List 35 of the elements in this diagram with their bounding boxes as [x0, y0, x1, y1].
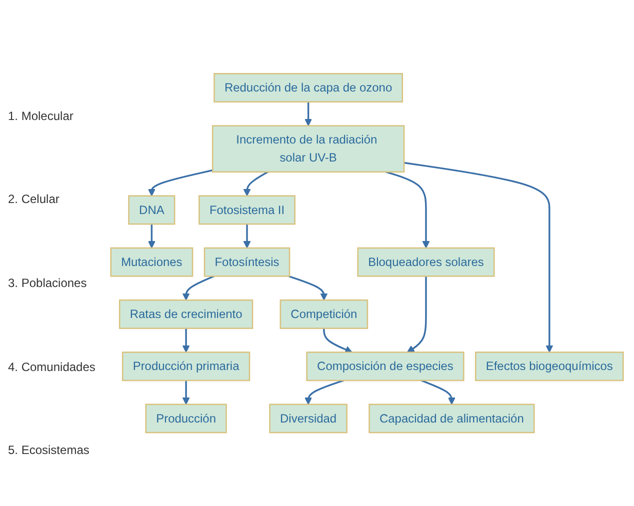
- arrow: [304, 380, 344, 405]
- node-box: Efectos biogeoquímicos: [474, 352, 624, 381]
- arrow: [386, 170, 430, 248]
- arrow: [288, 275, 328, 300]
- level-label: 4. Comunidades: [8, 360, 96, 374]
- arrow: [182, 275, 214, 300]
- node-box: Ratas de crecimiento: [118, 299, 254, 329]
- arrow: [243, 224, 251, 248]
- arrow: [182, 380, 190, 405]
- level-label: 5. Ecosistemas: [8, 443, 90, 458]
- node-box: Bloqueadores solares: [357, 247, 495, 277]
- node-box: Mutaciones: [110, 247, 194, 277]
- node-box: Composición de especies: [306, 352, 464, 381]
- node-box: Producción primaria: [122, 352, 250, 381]
- node-box: Producción: [145, 404, 227, 434]
- arrow: [323, 328, 352, 353]
- arrow: [243, 171, 268, 196]
- arrow: [182, 328, 190, 352]
- node-box: Incremento de la radiación solar UV-B: [212, 125, 405, 172]
- level-label: 3. Poblaciones: [8, 276, 88, 290]
- arrow: [148, 224, 156, 248]
- node-box: Competición: [280, 299, 368, 329]
- arrow: [148, 169, 213, 196]
- arrow: [304, 102, 312, 126]
- node-box: Fotosistema II: [198, 195, 296, 225]
- arrow: [404, 162, 554, 352]
- node-box: Reducción de la capa de ozono: [214, 72, 404, 102]
- node-box: Fotosíntesis: [204, 247, 290, 277]
- level-label: 1. Molecular: [8, 108, 74, 123]
- level-label: 2. Celular: [8, 192, 60, 206]
- arrow: [420, 380, 456, 405]
- node-box: DNA: [128, 195, 176, 225]
- arrow: [406, 276, 427, 352]
- node-box: Diversidad: [269, 404, 348, 434]
- node-box: Capacidad de alimentación: [368, 404, 535, 434]
